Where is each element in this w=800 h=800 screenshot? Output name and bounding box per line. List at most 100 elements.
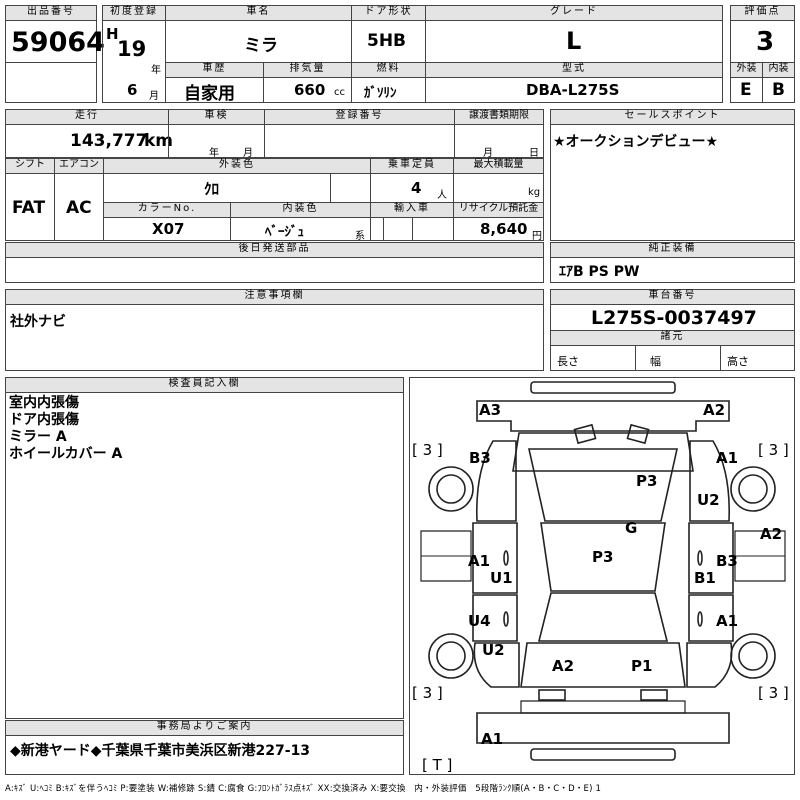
- model-code: DBA-L275S: [526, 81, 620, 99]
- import-label: 輸入車: [370, 202, 454, 218]
- tr-month-unit: 月: [483, 148, 493, 159]
- displacement-label: 排気量: [263, 62, 352, 78]
- wheel-rear-right: [730, 633, 776, 679]
- capacity: 4: [411, 179, 422, 197]
- wheel-grade-rear-right: [ 3 ]: [758, 684, 789, 702]
- height-label: 高さ: [727, 355, 749, 368]
- first-reg-label: 初度登録: [102, 5, 166, 21]
- int-grade-label: 内装: [762, 62, 795, 78]
- lot-cell: 59064: [5, 20, 105, 63]
- damage-u2-rear-fender-left: U2: [482, 641, 505, 659]
- rear-hatch: [520, 642, 686, 688]
- lot-number: 59064: [11, 27, 105, 58]
- displacement-cell: 660 cc: [263, 77, 352, 103]
- mileage: 143,777: [70, 131, 148, 151]
- car-name-cell: ミラ: [165, 20, 352, 63]
- damage-g-windshield: G: [625, 519, 638, 537]
- damage-a2-rear-hatch: A2: [552, 657, 575, 675]
- displacement: 660: [294, 81, 326, 99]
- legend-text: A:ｷｽﾞ U:ﾍｺﾐ B:ｷｽﾞを伴うﾍｺﾐ P:要塗装 W:補修跡 S:錆 …: [5, 784, 602, 794]
- caution-cell: 社外ナビ: [5, 304, 544, 371]
- rear-under: [530, 748, 676, 761]
- rear-fender-left: [473, 642, 520, 688]
- damage-a2-front-bumper: A2: [703, 401, 726, 419]
- equipment: ｴｱB PS PW: [559, 264, 640, 280]
- grade: L: [566, 27, 582, 55]
- height-cell: 高さ: [720, 345, 795, 371]
- ac-label: エアコン: [54, 158, 104, 174]
- int-color: ﾍﾞｰｼﾞｭ: [265, 225, 304, 240]
- recycle-label: リサイクル預託金: [453, 202, 544, 218]
- wheel-rear-left: [428, 633, 474, 679]
- kg-unit: kg: [528, 187, 541, 198]
- inspection-label: 車検: [168, 109, 265, 125]
- car-diagram: [420, 381, 786, 761]
- sales-point: ★オークションデビュー★: [553, 134, 719, 150]
- lot-blank-cell: [5, 62, 97, 103]
- caution-text: 社外ナビ: [10, 314, 66, 330]
- wheel-front-right: [730, 466, 776, 512]
- int-grade-cell: B: [762, 77, 795, 103]
- hood-vent-right: [626, 423, 650, 445]
- rear-fender-right: [686, 642, 733, 688]
- width-label: 幅: [650, 355, 661, 368]
- chassis-cell: L275S-0037497: [550, 304, 795, 331]
- km-unit: km: [144, 131, 174, 151]
- wheel-grade-front-right: [ 3 ]: [758, 441, 789, 459]
- recycle-cell: 8,640 円: [453, 217, 544, 242]
- chassis-number: L275S-0037497: [591, 307, 757, 329]
- diagram-frame: A3 A2 B3 A1 P3 U2 A2 G A1 P3 B3 U1 B1 U4…: [409, 377, 795, 775]
- recycle-fee: 8,640: [480, 220, 528, 238]
- car-name-label: 車名: [165, 5, 352, 21]
- regno-cell: [264, 124, 455, 158]
- damage-a3-front-bumper: A3: [479, 401, 502, 419]
- shift: FAT: [12, 198, 46, 218]
- damage-b1-sill-right: B1: [694, 569, 716, 587]
- damage-a1-door-rear-right: A1: [716, 612, 739, 630]
- length-label: 長さ: [557, 355, 579, 368]
- damage-a1-front-fender-right: A1: [716, 449, 739, 467]
- inspector-line: 室内内張傷: [9, 395, 79, 411]
- door-type: 5HB: [367, 31, 407, 51]
- inspection-cell: 年 月: [168, 124, 265, 159]
- office-text: ◆新港ヤード◆千葉県千葉市美浜区新港227-13: [10, 743, 311, 759]
- color-no: X07: [152, 220, 185, 238]
- load-label: 最大積載量: [453, 158, 544, 174]
- transfer-cell: 月 日: [454, 124, 544, 159]
- door-rear-right: [688, 594, 734, 642]
- transfer-label: 譲渡書類期限: [454, 109, 544, 125]
- ext-grade-label: 外装: [730, 62, 763, 78]
- colorno-label: カラーNo.: [103, 202, 231, 218]
- door-cell: 5HB: [351, 20, 426, 63]
- front-bumper-top: [530, 381, 676, 394]
- fuel-cell: ｶﾞｿﾘﾝ: [351, 77, 426, 103]
- int-grade: B: [772, 80, 785, 100]
- score-cell: 3: [730, 20, 795, 63]
- equip-label: 純正装備: [550, 242, 795, 258]
- length-cell: 長さ: [550, 345, 636, 371]
- car-name: ミラ: [244, 36, 278, 56]
- door-rear-left: [472, 594, 518, 642]
- wheel-front-left: [428, 466, 474, 512]
- mileage-label: 走行: [5, 109, 169, 125]
- width-cell: 幅: [635, 345, 721, 371]
- intcolor-label: 内装色: [230, 202, 371, 218]
- wheel-grade-rear-left: [ 3 ]: [412, 684, 443, 702]
- front-bumper: [476, 400, 730, 432]
- grade-cell: L: [425, 20, 723, 63]
- wheel-grade-front-left: [ 3 ]: [412, 441, 443, 459]
- color-divider: [330, 173, 371, 203]
- front-fender-left: [476, 440, 517, 522]
- damage-u2-front-fender-right: U2: [697, 491, 720, 509]
- sales-label: セールスポイント: [550, 109, 795, 125]
- caution-label: 注意事項欄: [5, 289, 544, 305]
- fuel-label: 燃料: [351, 62, 426, 78]
- hood: [512, 432, 694, 472]
- shift-label: シフト: [5, 158, 55, 174]
- rear-bumper: [476, 712, 730, 744]
- inspector-line: ホイールカバー A: [9, 446, 123, 462]
- later-parts-cell: [5, 257, 544, 283]
- damage-a1-door-front-left: A1: [468, 552, 491, 570]
- model-label: 型式: [425, 62, 723, 78]
- era: H: [106, 25, 119, 43]
